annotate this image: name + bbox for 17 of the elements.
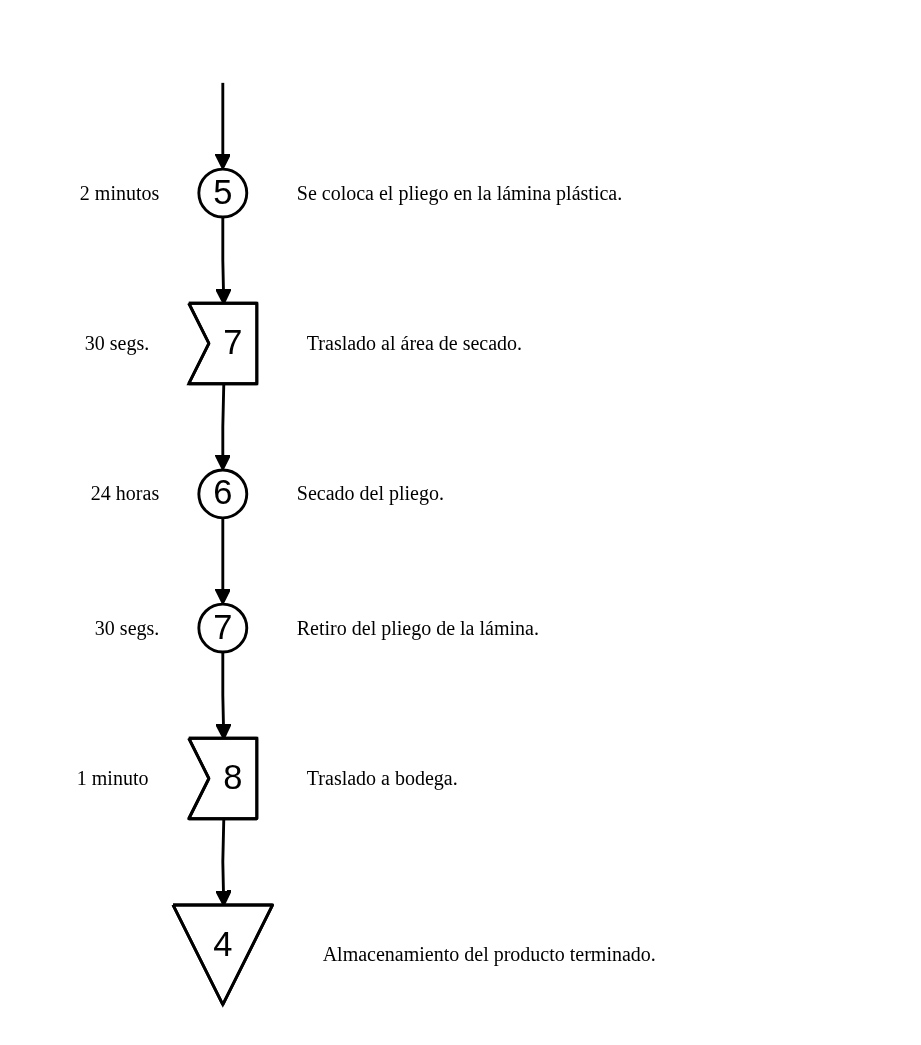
duration-text: 2 minutos bbox=[79, 181, 160, 205]
arrow bbox=[214, 82, 232, 170]
node-circle: 6 bbox=[197, 468, 249, 520]
duration-text: 24 horas bbox=[90, 482, 160, 506]
description-text: Se coloca el pliego en la lámina plástica. bbox=[296, 181, 623, 205]
node-circle: 5 bbox=[197, 167, 249, 219]
arrow bbox=[214, 517, 232, 605]
description-text: Traslado al área de secado. bbox=[306, 331, 523, 355]
description-text: Almacenamiento del producto terminado. bbox=[322, 943, 656, 967]
arrow bbox=[214, 384, 232, 471]
duration-text: 30 segs. bbox=[84, 331, 150, 355]
duration-text: 30 segs. bbox=[94, 616, 160, 640]
description-text: Secado del pliego. bbox=[296, 482, 444, 506]
description-text: Traslado a bodega. bbox=[306, 767, 458, 790]
duration-text: 1 minuto bbox=[76, 767, 149, 790]
node-circle: 7 bbox=[197, 602, 249, 654]
description-text: Retiro del pliego de la lámina. bbox=[296, 616, 539, 640]
